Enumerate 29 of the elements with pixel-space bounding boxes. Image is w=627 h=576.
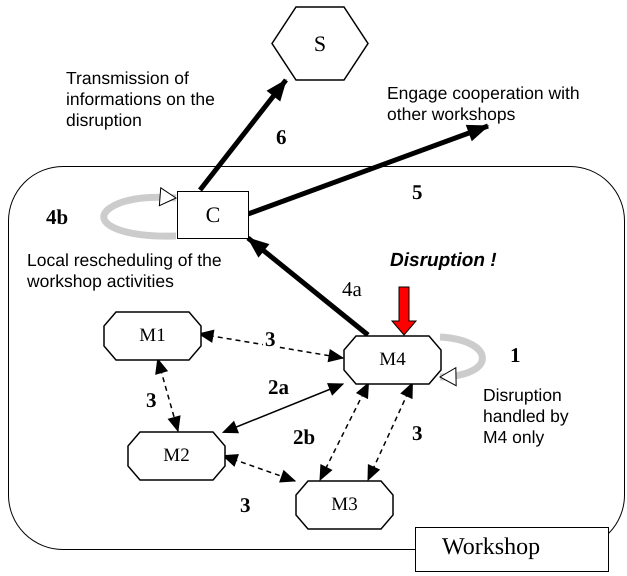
node-label: M1 xyxy=(139,325,166,347)
edge-label: Disruption ! xyxy=(388,251,499,270)
block-arrow xyxy=(390,286,418,336)
node-label: Engage cooperation with other workshops xyxy=(387,83,581,125)
hexagon-node xyxy=(272,7,368,80)
arrow xyxy=(367,382,413,480)
note-text: Disruption handled by M4 only xyxy=(483,385,570,448)
arrow xyxy=(155,358,180,432)
node-label: S xyxy=(314,30,326,56)
region-title: Workshop xyxy=(415,527,609,572)
octagon-node xyxy=(344,336,441,384)
node-label: M3 xyxy=(331,494,358,516)
arrow xyxy=(222,383,344,434)
node-label: M2 xyxy=(163,445,190,467)
arrow xyxy=(247,124,489,216)
node-label: C xyxy=(206,202,220,228)
octagon-node xyxy=(104,312,201,360)
octagon-node xyxy=(296,481,393,529)
loop-arrow xyxy=(100,188,176,240)
note-text: Local rescheduling of the workshop activities xyxy=(27,250,223,292)
note-text: Transmission of informations on the disruption xyxy=(66,68,216,131)
loop-arrow xyxy=(440,334,486,386)
arrow xyxy=(198,78,288,192)
arrow xyxy=(319,382,369,480)
process-box xyxy=(177,191,249,239)
node-label: M4 xyxy=(379,349,406,371)
edge-label: 3 xyxy=(263,329,278,350)
arrow xyxy=(246,236,370,337)
octagon-node xyxy=(128,432,225,480)
